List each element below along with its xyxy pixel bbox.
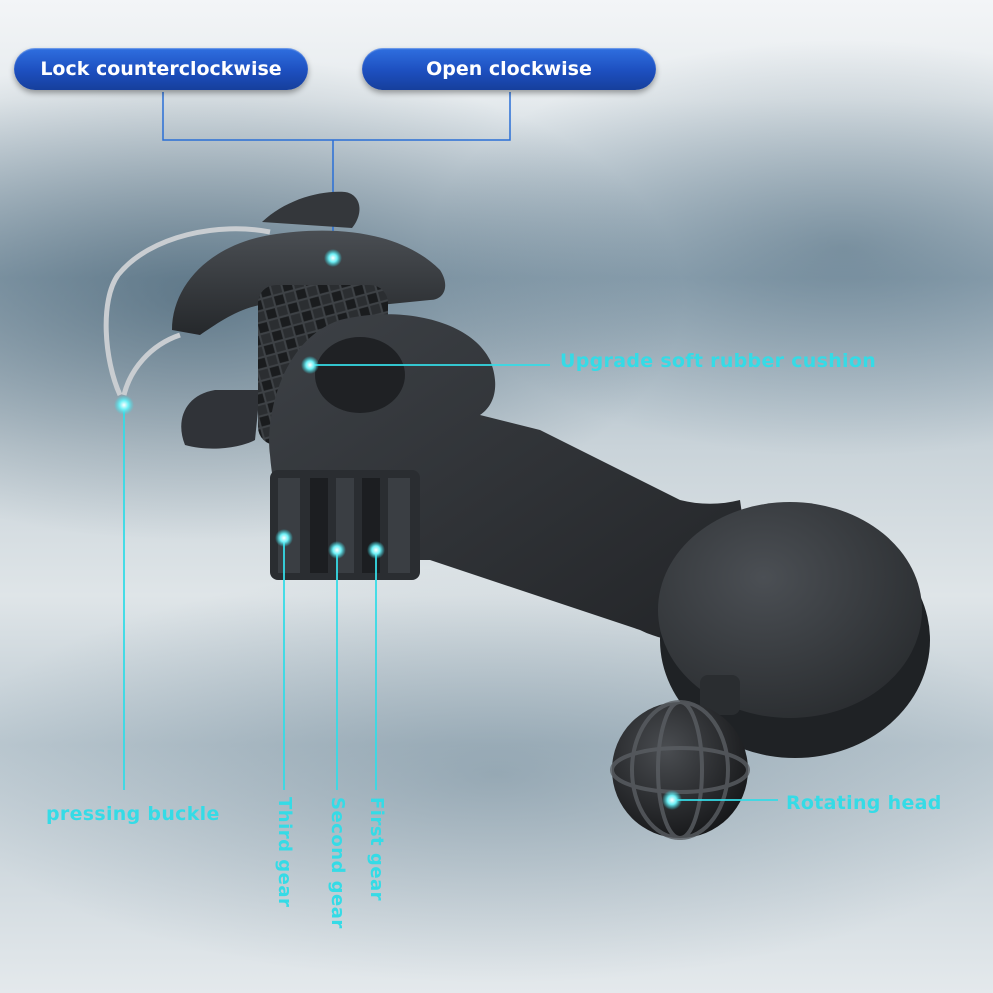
pressing-buckle-ring [103, 226, 271, 397]
third-gear-label: Third gear [274, 797, 295, 908]
rotating-head-ball [610, 675, 750, 840]
pointer-lines [123, 364, 778, 801]
pressing-buckle-label: pressing buckle [46, 803, 220, 825]
lock-counterclockwise-button: Lock counterclockwise [14, 48, 308, 90]
cushion-label: Upgrade soft rubber cushion [560, 350, 877, 372]
open-clockwise-button: Open clockwise [362, 48, 656, 90]
gear-column [270, 470, 420, 580]
clamp-lower-jaw [181, 390, 260, 449]
rotating-head-label: Rotating head [786, 792, 942, 814]
top-fin [262, 191, 360, 228]
first-gear-label: First gear [366, 797, 387, 902]
second-gear-label: Second gear [327, 797, 348, 929]
clamp-upper-jaw [172, 230, 446, 335]
pointer-dots [114, 249, 682, 810]
clamp-hole [315, 337, 405, 413]
